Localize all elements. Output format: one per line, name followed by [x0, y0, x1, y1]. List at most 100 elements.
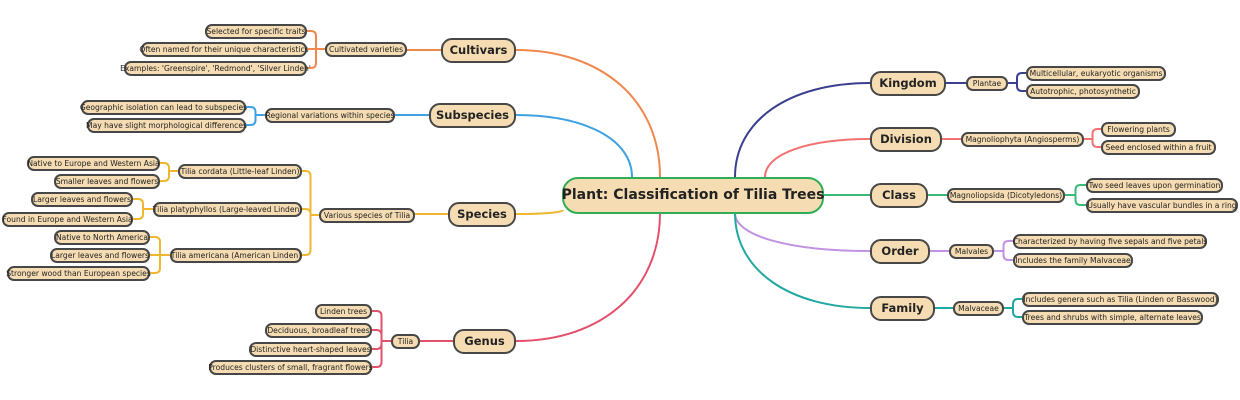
topic-label: Selected for specific traits	[206, 26, 306, 36]
main-topic-genus[interactable]: Genus	[453, 328, 516, 354]
subtopic-larger-leaves-and-flowers[interactable]: Larger leaves and flowers	[31, 191, 133, 207]
topic-label: Malvales	[954, 246, 989, 256]
subtopic-regional-variations-within-species[interactable]: Regional variations within species	[265, 107, 395, 123]
topic-label: Tilia americana (American Linden)	[170, 250, 302, 260]
subtopic-tilia-cordata-little-leaf-linden[interactable]: Tilia cordata (Little-leaf Linden)	[178, 163, 302, 179]
connector	[372, 310, 391, 342]
topic-label: Distinctive heart-shaped leaves	[250, 344, 371, 354]
subtopic-malvaceae[interactable]: Malvaceae	[953, 300, 1004, 316]
subtopic-multicellular-eukaryotic-organisms[interactable]: Multicellular, eukaryotic organisms	[1026, 65, 1166, 81]
branch-curve-species	[515, 209, 564, 215]
subtopic-two-seed-leaves-upon-germination[interactable]: Two seed leaves upon germination	[1086, 177, 1223, 193]
topic-label: Tilia cordata (Little-leaf Linden)	[180, 166, 300, 176]
connector	[1004, 298, 1022, 309]
subtopic-tilia-platyphyllos-large-leaved-linden[interactable]: Tilia platyphyllos (Large-leaved Linden)	[152, 201, 303, 217]
subtopic-plantae[interactable]: Plantae	[966, 75, 1008, 91]
topic-label: Plant: Classification of Tilia Trees	[561, 187, 825, 203]
subtopic-native-to-europe-and-western-asia[interactable]: Native to Europe and Western Asia	[27, 155, 160, 171]
topic-label: Subspecies	[436, 108, 509, 122]
connector	[1008, 72, 1026, 84]
subtopic-distinctive-heart-shaped-leaves[interactable]: Distinctive heart-shaped leaves	[249, 341, 372, 357]
subtopic-produces-clusters-of-small-fragrant-flowers[interactable]: Produces clusters of small, fragrant flo…	[208, 359, 373, 375]
main-topic-species[interactable]: Species	[448, 201, 516, 227]
subtopic-larger-leaves-and-flowers[interactable]: Larger leaves and flowers	[50, 247, 150, 263]
connector	[372, 329, 391, 342]
connector	[307, 48, 325, 69]
subtopic-magnoliophyta-angiosperms[interactable]: Magnoliophyta (Angiosperms)	[961, 131, 1084, 147]
subtopic-smaller-leaves-and-flowers[interactable]: Smaller leaves and flowers	[54, 173, 160, 189]
subtopic-includes-the-family-malvaceae[interactable]: Includes the family Malvaceae	[1013, 252, 1133, 268]
topic-label: Characterized by having five sepals and …	[1012, 236, 1208, 246]
topic-label: Multicellular, eukaryotic organisms	[1029, 68, 1163, 78]
main-topic-class[interactable]: Class	[870, 182, 928, 208]
subtopic-tilia[interactable]: Tilia	[391, 333, 420, 349]
subtopic-includes-genera-such-as-tilia-linden-or-basswood[interactable]: Includes genera such as Tilia (Linden or…	[1022, 291, 1219, 307]
subtopic-often-named-for-their-unique-characteristics[interactable]: Often named for their unique characteris…	[139, 41, 309, 57]
subtopic-deciduous-broadleaf-trees[interactable]: Deciduous, broadleaf trees	[265, 322, 372, 338]
branch-curve-division	[764, 138, 871, 178]
connector	[1008, 82, 1026, 92]
topic-label: Autotrophic, photosynthetic	[1030, 86, 1136, 96]
subtopic-tilia-americana-american-linden[interactable]: Tilia americana (American Linden)	[170, 247, 302, 263]
connector	[302, 214, 319, 256]
subtopic-trees-and-shrubs-with-simple-alternate-leaves[interactable]: Trees and shrubs with simple, alternate …	[1022, 309, 1203, 325]
main-topic-order[interactable]: Order	[870, 238, 930, 264]
topic-label: Regional variations within species	[265, 110, 395, 120]
main-topic-subspecies[interactable]: Subspecies	[429, 102, 516, 128]
subtopic-may-have-slight-morphological-differences[interactable]: May have slight morphological difference…	[86, 117, 247, 133]
main-topic-family[interactable]: Family	[870, 295, 935, 321]
connector	[302, 170, 319, 216]
topic-label: Seed enclosed within a fruit	[1105, 142, 1212, 152]
branch-curve-family	[734, 212, 871, 309]
main-topic-division[interactable]: Division	[870, 126, 942, 152]
connector	[372, 340, 391, 368]
connector	[246, 114, 265, 126]
connector	[160, 162, 178, 172]
subtopic-seed-enclosed-within-a-fruit[interactable]: Seed enclosed within a fruit	[1101, 139, 1216, 155]
branch-curve-subspecies	[515, 114, 633, 178]
subtopic-characterized-by-having-five-sepals-and-five-petals[interactable]: Characterized by having five sepals and …	[1012, 233, 1208, 249]
connector	[1084, 128, 1101, 140]
subtopic-autotrophic-photosynthetic[interactable]: Autotrophic, photosynthetic	[1026, 83, 1140, 99]
subtopic-examples-greenspire-redmond-silver-linden[interactable]: Examples: 'Greenspire', 'Redmond', 'Silv…	[120, 60, 311, 76]
connector	[307, 30, 325, 50]
topic-label: Class	[882, 188, 916, 202]
topic-label: Magnoliophyta (Angiosperms)	[965, 134, 1080, 144]
subtopic-malvales[interactable]: Malvales	[949, 243, 994, 259]
topic-label: Cultivars	[449, 43, 508, 57]
connector	[246, 106, 265, 116]
main-topic-cultivars[interactable]: Cultivars	[441, 37, 516, 63]
topic-label: Magnoliopsida (Dicotyledons)	[949, 190, 1063, 200]
subtopic-native-to-north-america[interactable]: Native to North America	[54, 229, 150, 245]
subtopic-various-species-of-tilia[interactable]: Various species of Tilia	[319, 207, 415, 223]
branch-curve-order	[734, 212, 871, 252]
topic-label: Trees and shrubs with simple, alternate …	[1024, 312, 1201, 322]
topic-label: May have slight morphological difference…	[86, 120, 247, 130]
subtopic-linden-trees[interactable]: Linden trees	[315, 303, 372, 319]
topic-label: Tilia platyphyllos (Large-leaved Linden)	[152, 204, 303, 214]
subtopic-cultivated-varieties[interactable]: Cultivated varieties	[325, 41, 407, 57]
topic-label: Species	[457, 207, 507, 221]
connector	[150, 236, 170, 256]
subtopic-usually-have-vascular-bundles-in-a-ring[interactable]: Usually have vascular bundles in a ring	[1086, 197, 1238, 213]
topic-label: Plantae	[972, 78, 1002, 88]
topic-label: Genus	[464, 334, 505, 348]
subtopic-magnoliopsida-dicotyledons[interactable]: Magnoliopsida (Dicotyledons)	[947, 187, 1065, 203]
subtopic-found-in-europe-and-western-asia[interactable]: Found in Europe and Western Asia	[2, 211, 133, 227]
subtopic-geographic-isolation-can-lead-to-subspecies[interactable]: Geographic isolation can lead to subspec…	[80, 99, 247, 115]
main-topic-kingdom[interactable]: Kingdom	[870, 70, 946, 96]
topic-label: Examples: 'Greenspire', 'Redmond', 'Silv…	[120, 63, 311, 73]
subtopic-stronger-wood-than-european-species[interactable]: Stronger wood than European species	[6, 265, 151, 281]
branch-curve-cultivars	[515, 49, 661, 178]
topic-label: Includes genera such as Tilia (Linden or…	[1023, 294, 1218, 304]
topic-label: Order	[881, 244, 919, 258]
connector	[302, 208, 319, 216]
connector	[1084, 138, 1101, 148]
topic-label: Found in Europe and Western Asia	[2, 214, 133, 224]
connector	[994, 250, 1013, 261]
root-topic[interactable]: Plant: Classification of Tilia Trees	[561, 176, 825, 214]
subtopic-selected-for-specific-traits[interactable]: Selected for specific traits	[205, 23, 307, 39]
topic-label: Linden trees	[319, 306, 368, 316]
subtopic-flowering-plants[interactable]: Flowering plants	[1101, 121, 1176, 137]
